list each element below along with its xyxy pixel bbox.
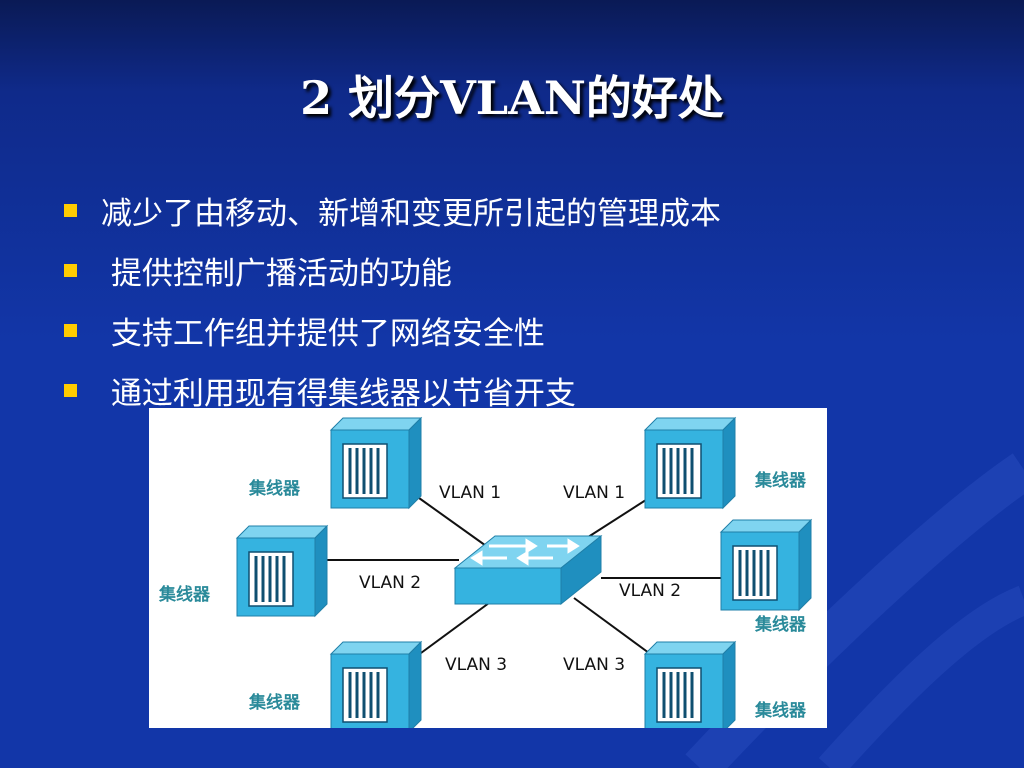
hub-label: 集线器 [754, 700, 807, 721]
bullet-item: 减少了由移动、新增和变更所引起的管理成本 [64, 180, 721, 240]
hub-label: 集线器 [754, 470, 807, 491]
slide-title: 2 划分VLAN的好处 [300, 71, 724, 125]
bullet-square-icon [64, 323, 77, 337]
hub-label: 集线器 [754, 614, 807, 635]
vlan-label: VLAN 2 [359, 573, 421, 593]
hub-device-icon [329, 640, 423, 728]
hub-device-icon [643, 640, 737, 728]
hub-label: 集线器 [158, 584, 211, 605]
bullet-text: 通过利用现有得集线器以节省开支 [101, 375, 576, 412]
bullet-square-icon [64, 383, 77, 397]
bullet-text: 支持工作组并提供了网络安全性 [101, 315, 545, 352]
bullet-item: 支持工作组并提供了网络安全性 [64, 300, 721, 360]
hub-device-icon [329, 416, 423, 510]
vlan-diagram: 集线器 集线器 集线器 集线器 集线器 集线器 VLAN 1 VLAN 1 VL… [149, 408, 827, 728]
connection-lines [327, 497, 721, 654]
bullet-item: 提供控制广播活动的功能 [64, 240, 721, 300]
bullet-text: 减少了由移动、新增和变更所引起的管理成本 [101, 195, 721, 232]
switch-icon [453, 534, 603, 606]
bullet-list: 减少了由移动、新增和变更所引起的管理成本 提供控制广播活动的功能 支持工作组并提… [64, 180, 721, 420]
vlan-label: VLAN 2 [619, 581, 681, 601]
bullet-square-icon [64, 263, 77, 277]
vlan-label: VLAN 1 [563, 483, 625, 503]
hub-device-icon [235, 524, 329, 618]
bullet-square-icon [64, 203, 77, 217]
hub-device-icon [643, 416, 737, 510]
vlan-label: VLAN 1 [439, 483, 501, 503]
vlan-label: VLAN 3 [445, 655, 507, 675]
bullet-text: 提供控制广播活动的功能 [101, 255, 452, 292]
bullet-item: 通过利用现有得集线器以节省开支 [64, 360, 721, 420]
hub-label: 集线器 [248, 478, 301, 499]
hub-device-icon [719, 518, 813, 612]
vlan-label: VLAN 3 [563, 655, 625, 675]
hub-label: 集线器 [248, 692, 301, 713]
